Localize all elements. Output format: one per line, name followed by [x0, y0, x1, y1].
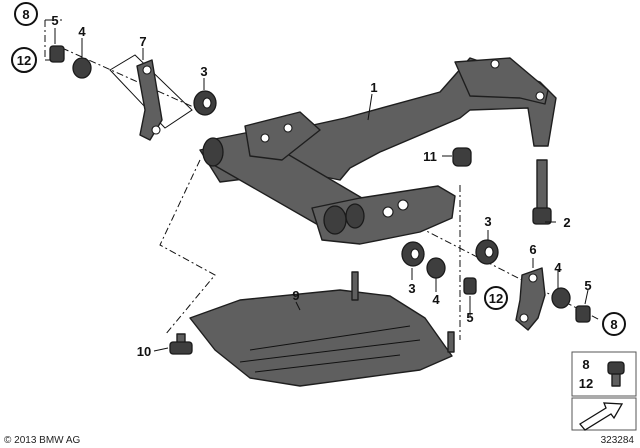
- label-5: 5: [584, 278, 591, 293]
- label-3: 3: [408, 281, 415, 296]
- legend-label-8: 8: [582, 357, 589, 372]
- label-2: 2: [563, 215, 570, 230]
- label-1: 1: [370, 80, 377, 95]
- label-leaders: [54, 28, 589, 352]
- legend-box: 8 12: [571, 351, 637, 431]
- label-11: 11: [423, 149, 437, 164]
- label-8: 8: [610, 317, 617, 332]
- label-12: 12: [17, 53, 31, 68]
- label-8: 8: [22, 7, 29, 22]
- label-12: 12: [489, 291, 503, 306]
- grommet-part-11: [452, 147, 472, 167]
- link-plate-part-7: [109, 54, 193, 141]
- label-7: 7: [139, 34, 146, 49]
- label-4: 4: [554, 260, 562, 275]
- label-3: 3: [200, 64, 207, 79]
- label-5: 5: [51, 13, 58, 28]
- label-4: 4: [78, 24, 86, 39]
- cap-part-5: [49, 45, 591, 323]
- legend-label-12: 12: [579, 376, 593, 391]
- skid-plate-part-9: [189, 271, 455, 387]
- bushing-part-3: [193, 90, 499, 267]
- label-5: 5: [466, 310, 473, 325]
- part-labels: 8 12 5 4 7 3 1 11 2 3 6 4 5 8 3 4 12 5 9…: [11, 2, 626, 359]
- label-3: 3: [484, 214, 491, 229]
- label-4: 4: [432, 292, 440, 307]
- arrow-icon: [579, 402, 624, 431]
- screw-part-10: [169, 333, 193, 355]
- copyright-text: © 2013 BMW AG: [4, 435, 81, 446]
- bolt-part-2: [532, 159, 552, 225]
- label-9: 9: [292, 288, 299, 303]
- diagram-id: 323284: [601, 435, 635, 446]
- label-10: 10: [137, 344, 151, 359]
- label-6: 6: [529, 242, 536, 257]
- bracket-part-6: [515, 267, 546, 331]
- frame-bracket-part-1: [199, 57, 557, 245]
